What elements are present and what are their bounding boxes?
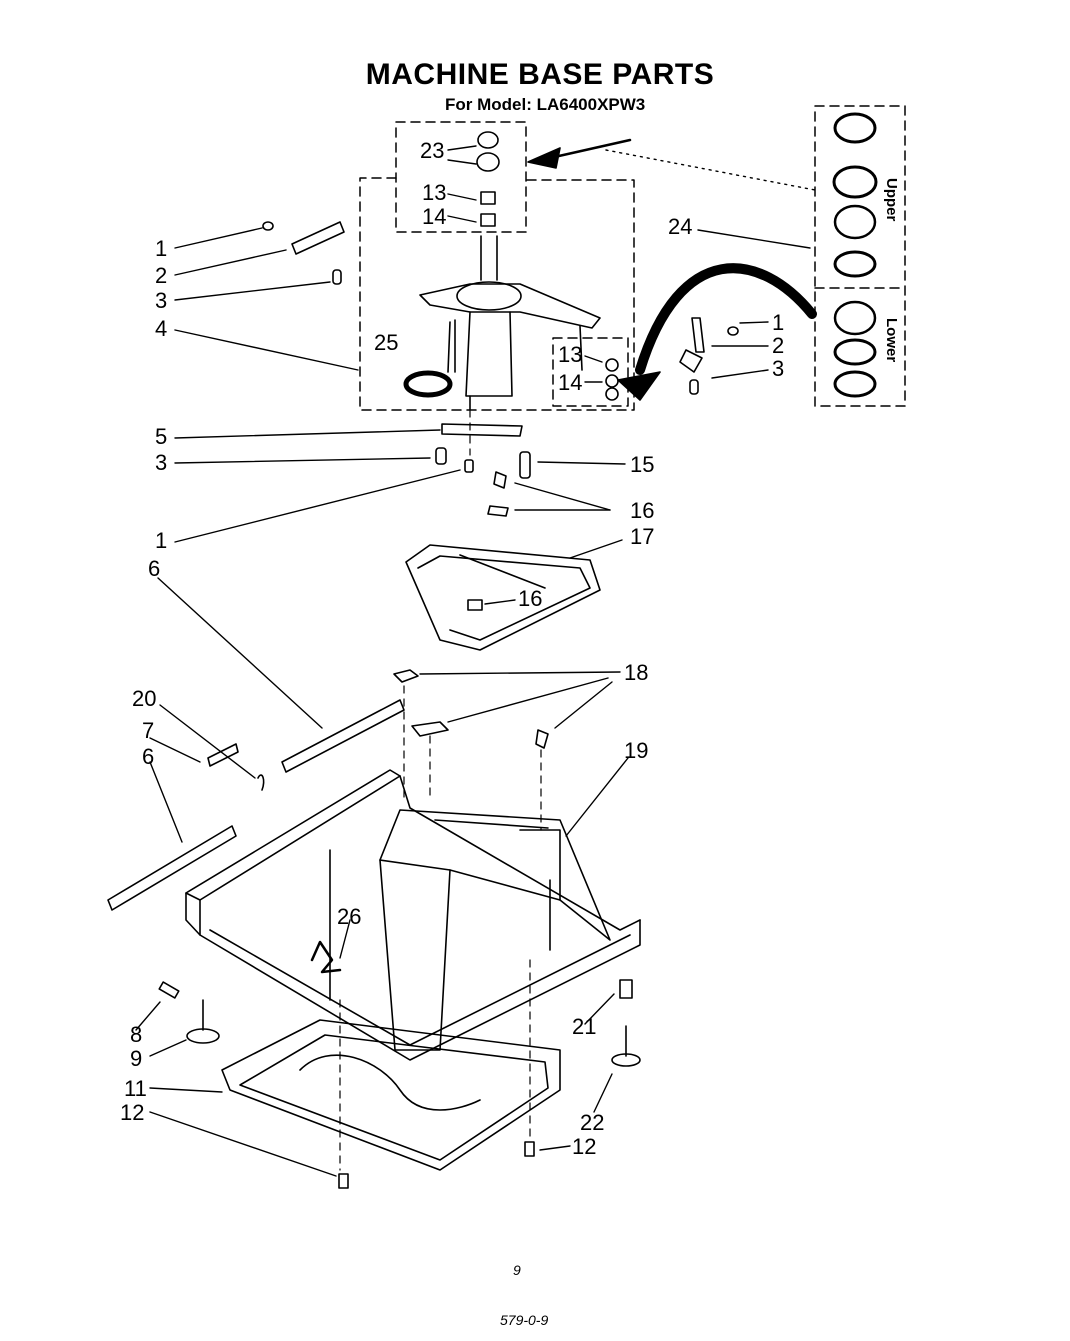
callout-16: 16	[630, 498, 655, 523]
shaft-assembly	[419, 131, 601, 411]
callout-22: 22	[580, 1110, 605, 1135]
callout-6-bottom: 6	[142, 744, 155, 769]
pads-18	[393, 669, 549, 749]
callout-12-left: 12	[120, 1100, 145, 1125]
callout-23: 23	[420, 138, 445, 163]
callout-8: 8	[130, 1022, 143, 1047]
callout-13: 13	[422, 180, 447, 205]
callout-3: 3	[155, 288, 168, 313]
callout-13-lower: 13	[558, 342, 583, 367]
guide-lines	[339, 409, 542, 1171]
callout-3-right: 3	[772, 356, 785, 381]
callout-12-right: 12	[572, 1134, 597, 1159]
callout-7: 7	[142, 718, 155, 743]
callout-2-right: 2	[772, 333, 785, 358]
callout-17: 17	[630, 524, 655, 549]
callout-14-lower: 14	[558, 370, 583, 395]
feet	[158, 979, 641, 1189]
clip-26	[310, 940, 342, 974]
callout-1-right: 1	[772, 310, 785, 335]
callout-18: 18	[624, 660, 649, 685]
page-title: MACHINE BASE PARTS	[365, 58, 715, 91]
callout-15: 15	[630, 452, 655, 477]
callout-24: 24	[668, 214, 693, 239]
callout-1-mid: 1	[155, 528, 168, 553]
linkage-parts	[107, 699, 405, 911]
page-number: 9	[513, 1262, 521, 1278]
callout-16-lower: 16	[518, 586, 543, 611]
hardware-parts	[262, 221, 739, 517]
callout-1: 1	[155, 236, 168, 261]
frame-17	[405, 544, 601, 651]
callout-6-top: 6	[148, 556, 161, 581]
callout-21: 21	[572, 1014, 597, 1039]
model-subtitle: For Model: LA6400XPW3	[445, 95, 646, 114]
bearing-ring-25	[403, 370, 453, 398]
callout-5: 5	[155, 424, 168, 449]
lower-label: Lower	[883, 318, 900, 363]
upper-label: Upper	[883, 178, 900, 222]
footer-code: 579-0-9	[500, 1312, 549, 1328]
callout-14: 14	[422, 204, 447, 229]
callout-26: 26	[337, 904, 362, 929]
dashed-group-boxes	[359, 105, 906, 411]
callout-19: 19	[624, 738, 649, 763]
bearing-inset	[832, 112, 878, 398]
callout-11: 11	[124, 1076, 147, 1101]
callout-20: 20	[132, 686, 157, 711]
callout-25: 25	[374, 330, 399, 355]
callout-3-mid: 3	[155, 450, 168, 475]
callout-2: 2	[155, 263, 168, 288]
base-pan	[221, 1019, 561, 1171]
leader-lines	[135, 145, 816, 1177]
base-frame	[185, 769, 641, 1061]
callout-9: 9	[130, 1046, 143, 1071]
callout-4: 4	[155, 316, 168, 341]
